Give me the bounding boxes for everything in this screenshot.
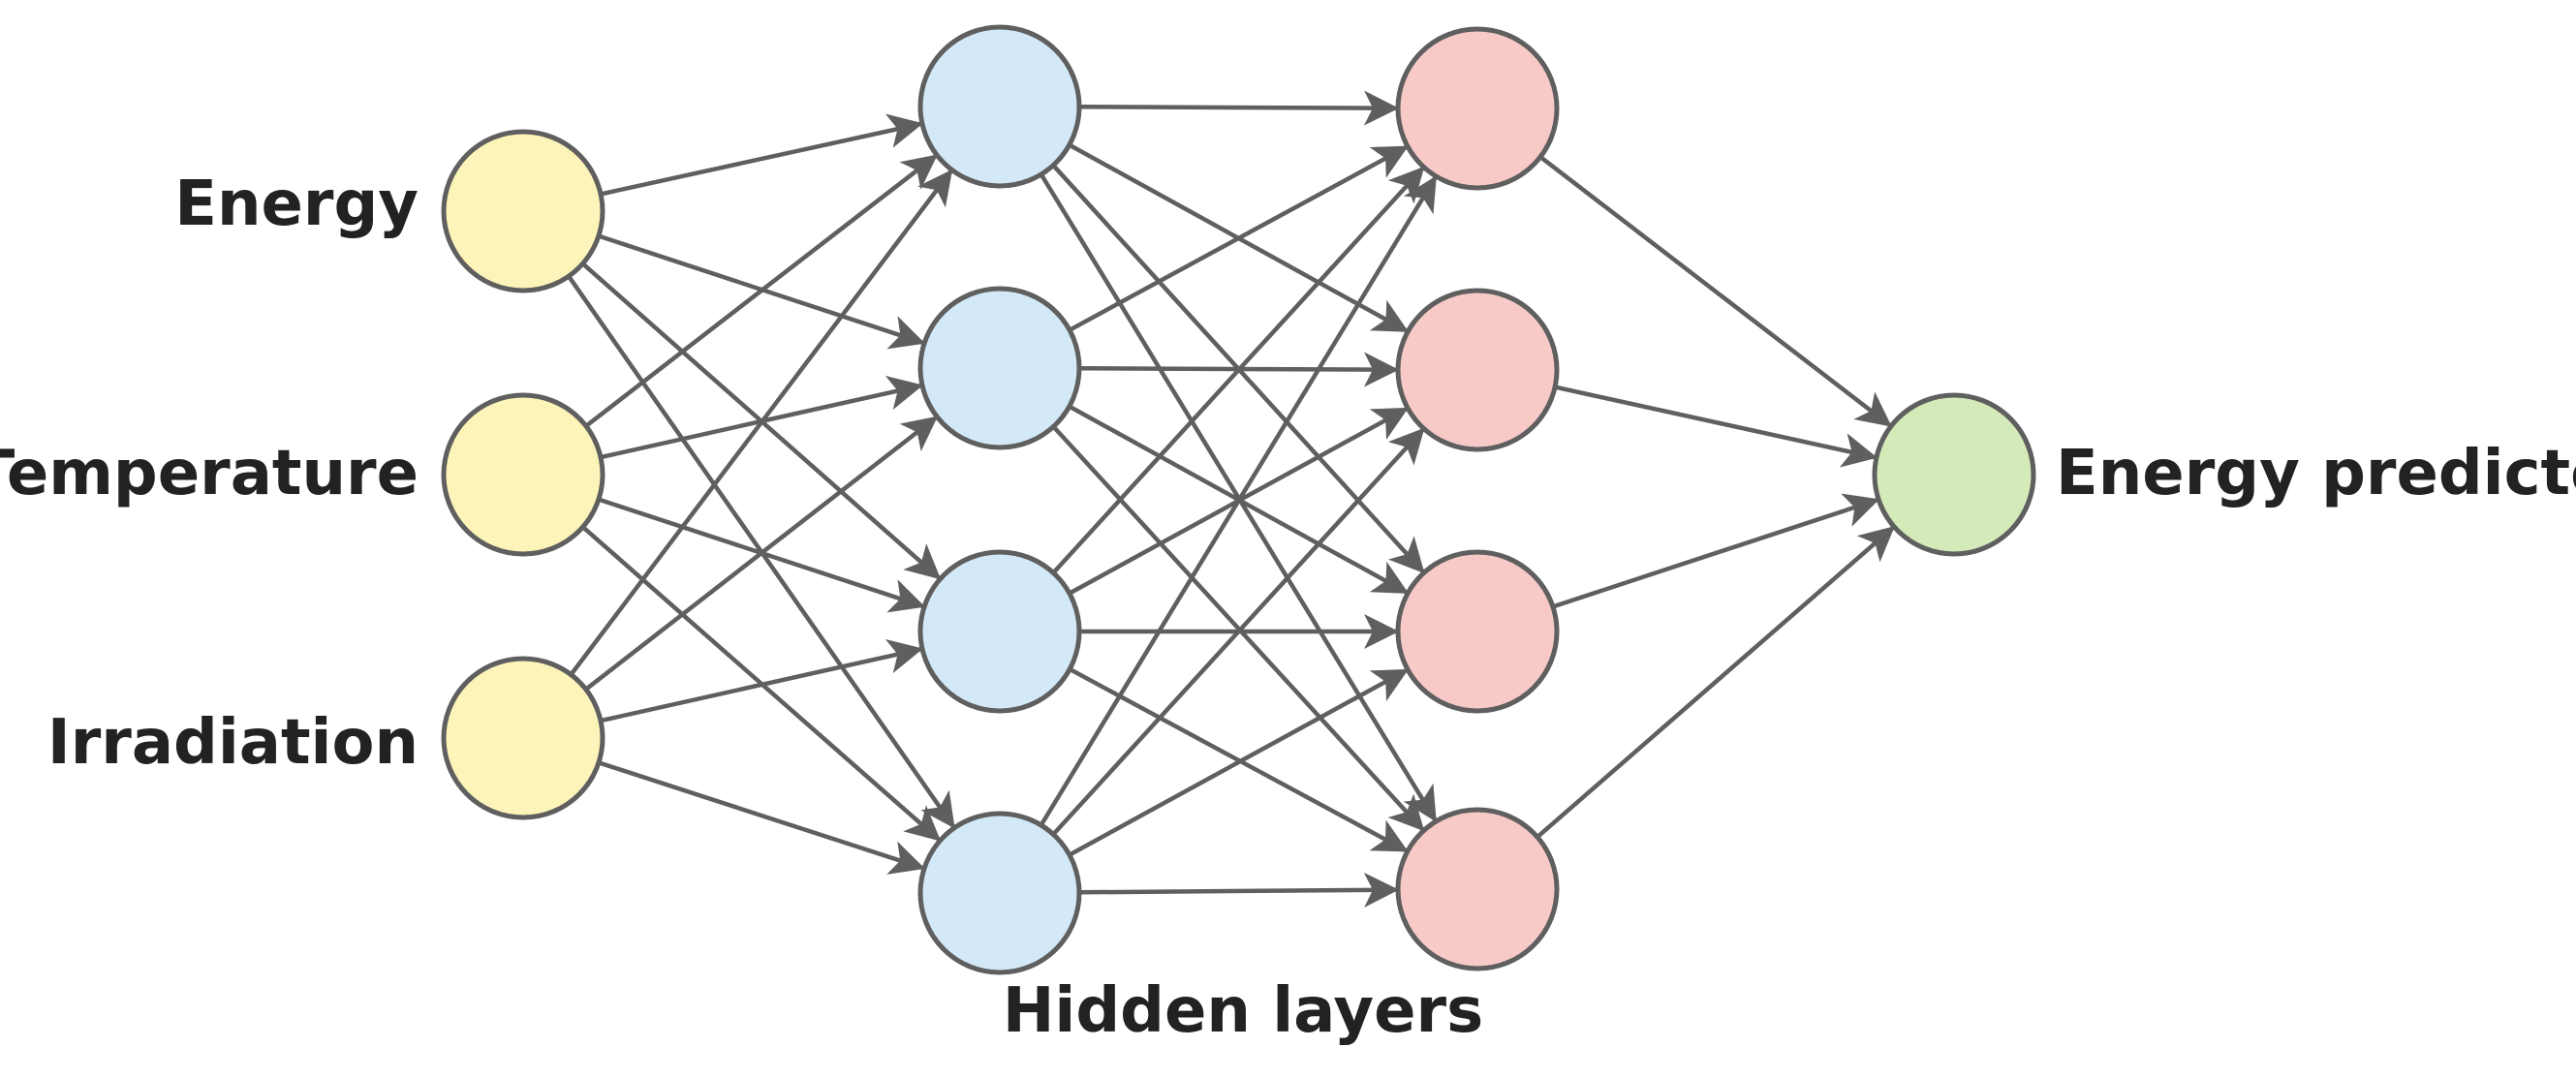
connection-arrow [598,760,925,875]
input-label-energy: Energy [174,169,419,240]
neuron-h1-4 [917,811,1082,975]
connection-arrow [584,416,939,692]
hidden-layers-caption: Hidden layers [1003,975,1483,1047]
neuron-h2-1 [1395,26,1560,191]
neuron-in-energy [441,129,605,293]
output-label: Energy predicted [2056,438,2576,509]
connection-arrow [1051,424,1425,832]
connection-arrow [1051,427,1425,836]
connection-arrow [1536,526,1895,839]
connection-arrow [1069,666,1409,853]
connection-arrow [1078,872,1399,908]
connection-arrow [1039,175,1438,827]
connection-arrow [584,154,938,428]
neuron-h1-1 [917,24,1082,189]
connection-arrow [600,638,923,724]
neuron-out-energy [1872,392,2036,557]
connection-arrow [1554,385,1878,468]
connection-arrow [1051,166,1425,574]
input-label-irradiation: Irradiation [47,707,419,779]
connection-arrow [1538,155,1892,427]
neuron-in-temperature [441,392,605,557]
connections [567,90,1895,908]
connection-arrow [1552,493,1880,609]
neuron-h2-3 [1395,549,1560,714]
neuron-h2-4 [1395,807,1560,971]
connection-arrow [600,113,923,197]
connection-arrow [1068,668,1409,857]
labels: Energy Temperature Irradiation Energy pr… [0,169,2576,1047]
neuron-h1-3 [917,549,1082,714]
neurons [441,24,2036,975]
connection-arrow [1078,90,1399,126]
neuron-h2-2 [1395,288,1560,452]
neuron-in-irradiation [441,656,605,820]
connection-arrow [1068,145,1409,332]
input-label-temperature: Temperature [0,438,419,509]
connection-arrow [569,169,953,676]
neuron-h1-2 [917,286,1082,450]
